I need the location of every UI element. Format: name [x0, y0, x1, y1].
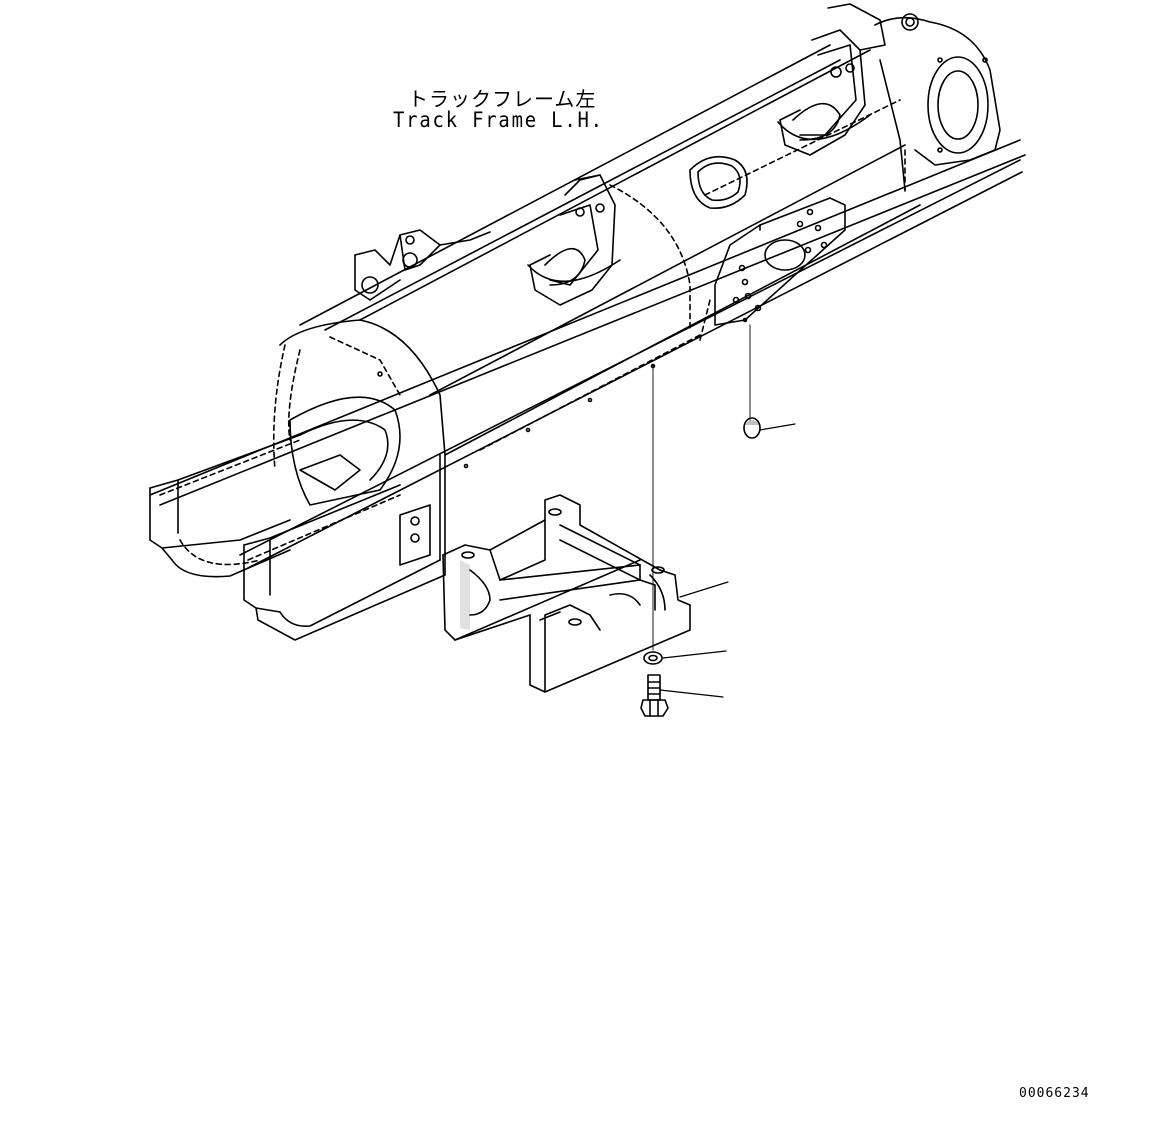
- bolt-part: [640, 674, 724, 717]
- frame-name-en-label: Track Frame L.H.: [393, 108, 604, 132]
- side-plate-with-holes: [714, 197, 846, 326]
- oval-cover-plate: [689, 155, 748, 210]
- frame-name-jp-label: トラックフレーム左: [408, 87, 597, 111]
- drawing-number: 00066234: [1019, 1086, 1090, 1101]
- mount-bracket-left: [354, 229, 491, 301]
- track-frame-body: [149, 44, 1026, 641]
- plug-part: [743, 324, 796, 439]
- roller-bracket-right: [777, 3, 886, 156]
- roller-bracket-middle: [527, 174, 621, 306]
- roller-guard: [442, 494, 729, 693]
- washer-part: [643, 364, 727, 665]
- rear-housing: [874, 13, 1001, 166]
